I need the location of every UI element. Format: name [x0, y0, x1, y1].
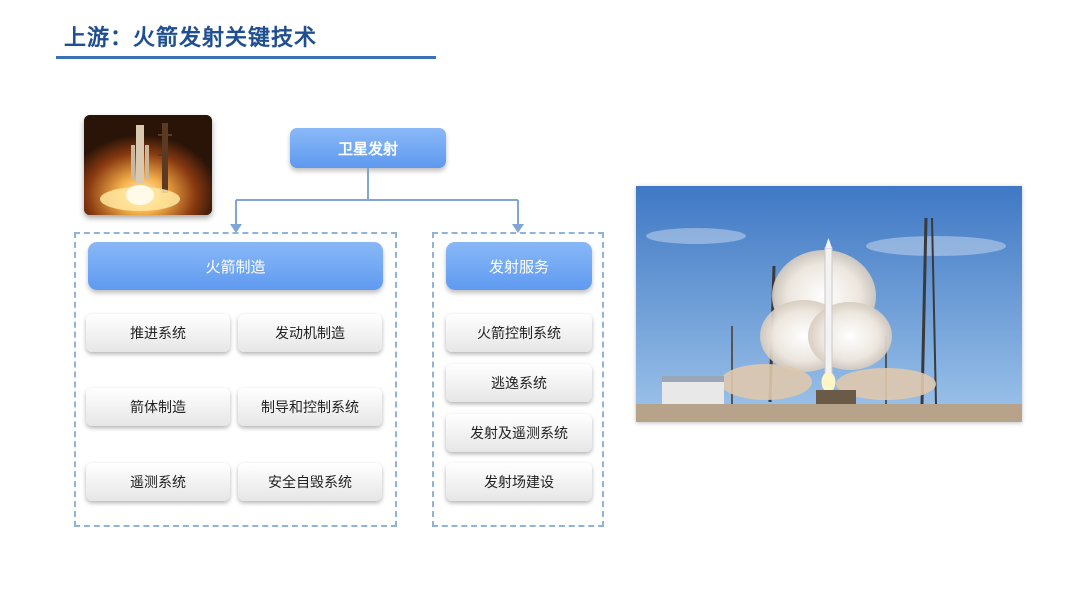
title-underline — [56, 56, 436, 59]
rocket-manufacturing-group — [74, 232, 397, 527]
right-item-launch-site: 发射场建设 — [446, 463, 592, 501]
left-item-propulsion: 推进系统 — [86, 314, 230, 352]
night-launch-photo — [84, 115, 212, 215]
right-item-escape: 逃逸系统 — [446, 364, 592, 402]
arrow-right-head — [512, 224, 524, 233]
left-item-guidance-control: 制导和控制系统 — [238, 388, 382, 426]
left-item-rocket-body: 箭体制造 — [86, 388, 230, 426]
left-item-telemetry: 遥测系统 — [86, 463, 230, 501]
launch-services-header: 发射服务 — [446, 242, 592, 290]
arrow-left-head — [230, 224, 242, 233]
right-item-rocket-control: 火箭控制系统 — [446, 314, 592, 352]
left-item-self-destruct: 安全自毁系统 — [238, 463, 382, 501]
launch-services-group — [432, 232, 604, 527]
left-item-engine: 发动机制造 — [238, 314, 382, 352]
daytime-launch-photo — [636, 186, 1022, 422]
right-item-launch-telemetry: 发射及遥测系统 — [446, 414, 592, 452]
root-node-satellite-launch: 卫星发射 — [290, 128, 446, 168]
page-title: 上游：火箭发射关键技术 — [64, 26, 318, 51]
rocket-manufacturing-header: 火箭制造 — [88, 242, 383, 290]
